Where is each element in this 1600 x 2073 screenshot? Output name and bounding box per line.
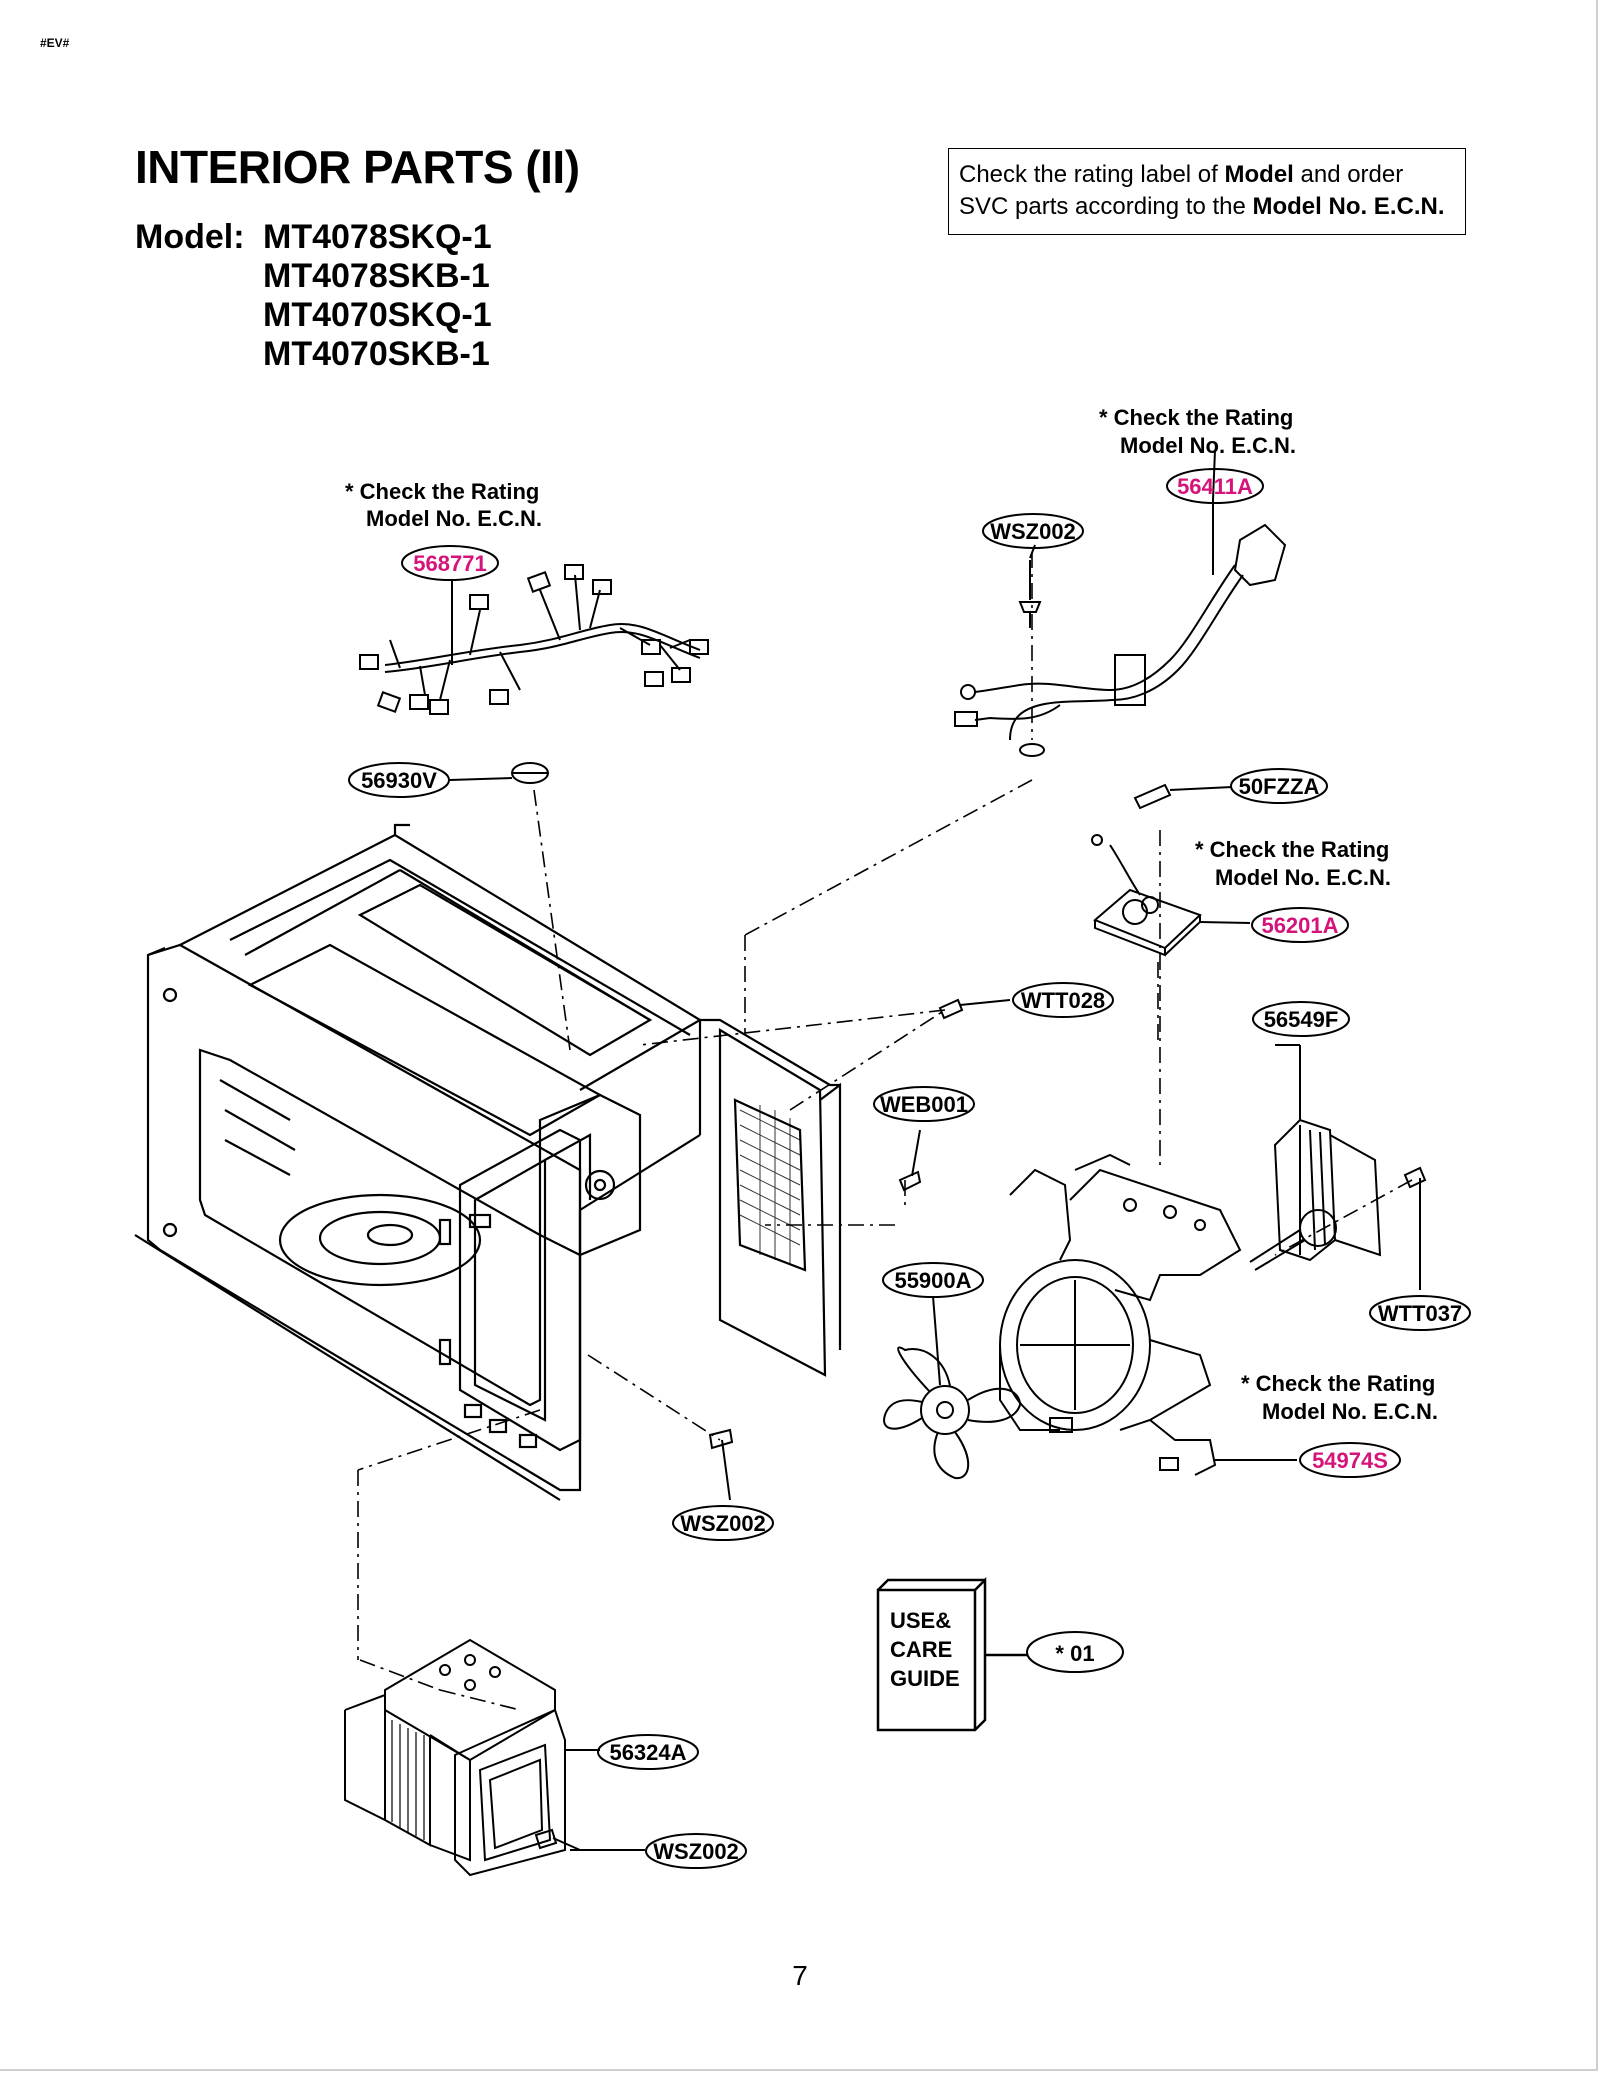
note-line: * Check the Rating	[345, 479, 539, 504]
part-number-ecn: 56411A	[1177, 474, 1253, 499]
note-line: Model No. E.C.N.	[1262, 1399, 1438, 1424]
part-label-56411A: 56411A	[1166, 468, 1264, 504]
part-label-56201A: 56201A	[1251, 907, 1349, 943]
part-label-54974S: 54974S	[1299, 1442, 1401, 1478]
note-line: Model No. E.C.N.	[1120, 433, 1296, 458]
rating-note-filter: * Check the Rating Model No. E.C.N.	[1195, 837, 1391, 890]
screw-web001	[898, 1129, 922, 1192]
model-number: MT4070SKB-1	[263, 335, 490, 373]
part-label-web001: WEB001	[873, 1086, 975, 1122]
model-number: MT4078SKQ-1	[263, 218, 492, 256]
part-label-50FZZA: 50FZZA	[1230, 768, 1328, 804]
model-list: Model: MT4078SKQ-1 MT4078SKB-1 MT4070SKQ-…	[135, 218, 492, 374]
page-tag: #EV#	[40, 36, 70, 50]
part-label-wtt037: WTT037	[1369, 1295, 1471, 1331]
note-line: * Check the Rating	[1195, 837, 1389, 862]
thermostat-56930V	[449, 762, 549, 784]
fan-blade-55900A	[883, 1295, 1022, 1480]
part-label-01: * 01	[1026, 1631, 1124, 1673]
fan-motor-56549F	[1249, 1044, 1382, 1271]
part-number: WTT037	[1378, 1301, 1462, 1326]
part-number: 56930V	[361, 768, 437, 793]
part-number-ecn: 56201A	[1261, 913, 1338, 938]
note-line: * Check the Rating	[1099, 405, 1293, 430]
guide-line: CARE	[890, 1637, 952, 1662]
power-cord-56411A	[954, 498, 1287, 757]
part-number-ecn: 568771	[413, 551, 486, 576]
notice-text: SVC parts according to the	[959, 193, 1253, 220]
rating-note-harness: * Check the Rating Model No. E.C.N.	[345, 479, 542, 531]
page-title: INTERIOR PARTS (II)	[135, 141, 580, 193]
note-line: Model No. E.C.N.	[1215, 865, 1391, 890]
part-label-wsz002-top: WSZ002	[982, 513, 1084, 549]
notice-text: Check the rating label of	[959, 161, 1225, 188]
notice-bold: Model No. E.C.N.	[1252, 193, 1445, 220]
part-number: WTT028	[1021, 988, 1105, 1013]
note-line: Model No. E.C.N.	[366, 506, 542, 531]
assembly-dashed-lines	[357, 552, 1413, 1711]
guide-line: USE&	[890, 1608, 951, 1633]
part-label-56324A: 56324A	[597, 1734, 699, 1770]
guide-line: GUIDE	[890, 1666, 960, 1691]
part-number: 55900A	[894, 1268, 971, 1293]
model-number: MT4078SKB-1	[263, 257, 490, 295]
ecn-notice-box: Check the rating label of Model and orde…	[948, 148, 1466, 235]
part-number: * 01	[1055, 1641, 1094, 1666]
fuse-50FZZA	[1133, 783, 1233, 810]
notice-bold: Model	[1224, 161, 1294, 188]
model-number: MT4070SKQ-1	[263, 296, 492, 334]
part-label-wsz002-mid: WSZ002	[672, 1505, 774, 1541]
screw-wtt037	[1403, 1166, 1427, 1290]
oven-cavity	[134, 823, 842, 1501]
notice-text: and order	[1293, 161, 1404, 188]
rating-note-cord: * Check the Rating Model No. E.C.N.	[1099, 405, 1296, 458]
wire-harness-568771	[359, 564, 709, 715]
part-label-56930V: 56930V	[348, 762, 450, 798]
use-care-guide-text: USE& CARE GUIDE	[890, 1608, 960, 1691]
screw-wsz002-mid	[708, 1428, 734, 1501]
note-line: * Check the Rating	[1241, 1371, 1435, 1396]
page-number: 7	[792, 1960, 808, 1991]
part-number: 56549F	[1264, 1007, 1339, 1032]
part-number: WSZ002	[680, 1511, 766, 1536]
part-number: 50FZZA	[1239, 774, 1320, 799]
part-label-56549F: 56549F	[1252, 1001, 1350, 1037]
part-number: WEB001	[880, 1092, 968, 1117]
part-label-wtt028: WTT028	[1012, 982, 1114, 1018]
screw-wsz002-top	[1018, 560, 1042, 628]
part-label-55900A: 55900A	[882, 1262, 984, 1298]
screw-wtt028	[938, 998, 1011, 1020]
use-care-guide-book	[876, 1576, 1027, 1732]
screw-wsz002-bottom	[534, 1828, 645, 1851]
part-number: WSZ002	[990, 519, 1076, 544]
model-label: Model:	[135, 218, 245, 256]
magnetron-56324A	[344, 1638, 600, 1877]
noise-filter-56201A	[1091, 834, 1251, 957]
part-label-568771: 568771	[401, 545, 499, 581]
part-label-wsz002-bottom: WSZ002	[645, 1833, 747, 1869]
part-number: WSZ002	[653, 1839, 739, 1864]
part-number: 56324A	[609, 1740, 686, 1765]
part-number-ecn: 54974S	[1312, 1448, 1388, 1473]
rating-note-duct: * Check the Rating Model No. E.C.N.	[1241, 1371, 1438, 1424]
fan-duct-54974S	[999, 1153, 1297, 1476]
